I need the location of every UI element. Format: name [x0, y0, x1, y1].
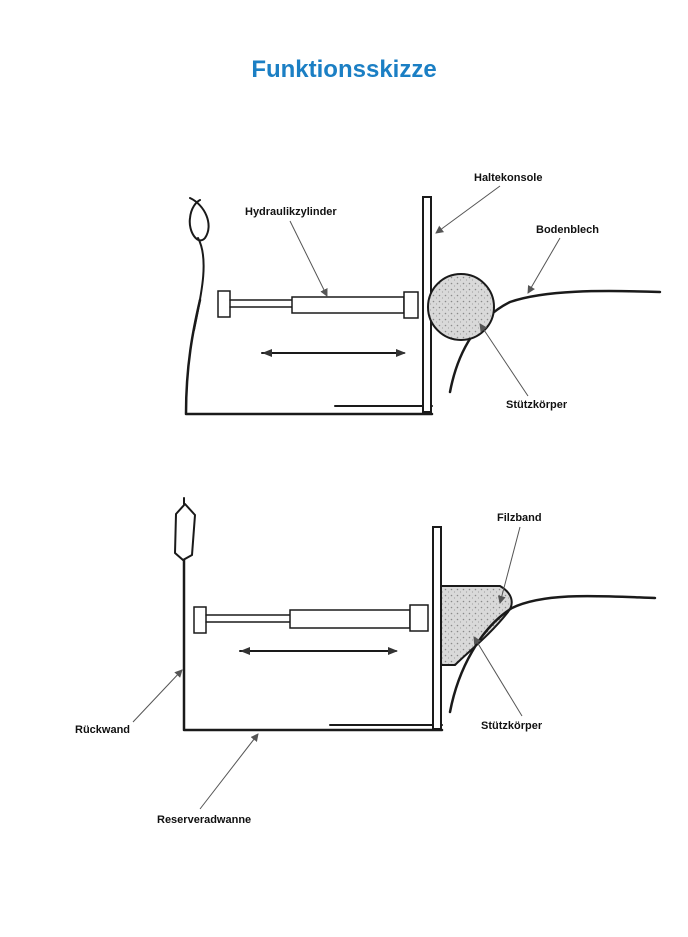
leader-rueckwand: [132, 669, 183, 723]
bottom-holding-bracket: [432, 526, 442, 730]
bottom-floor-panel: [448, 594, 657, 714]
page-title: Funktionsskizze: [251, 56, 437, 83]
label-hydraulikzylinder: Hydraulikzylinder: [245, 206, 337, 218]
bottom-handle: [174, 503, 196, 561]
leader-reserveradwanne: [199, 733, 259, 810]
label-bodenblech: Bodenblech: [536, 224, 599, 236]
leader-filzband: [497, 526, 521, 604]
bottom-sketch: Filzband Rückwand Stützkörper Reserverad…: [75, 497, 657, 826]
top-double-arrow: [261, 349, 406, 357]
top-hydraulic-cylinder: [217, 290, 419, 319]
label-filzband: Filzband: [497, 512, 542, 524]
leader-bodenblech: [527, 237, 561, 294]
bottom-double-arrow: [239, 647, 398, 655]
leader-haltekonsole: [435, 185, 501, 234]
label-reserveradwanne: Reserveradwanne: [157, 814, 251, 826]
top-spare-wheel-tub: [184, 298, 434, 416]
top-support-body: [427, 273, 495, 341]
leader-stuetzkoerper-bottom: [473, 636, 523, 717]
top-floor-panel: [448, 289, 662, 394]
top-sketch: Haltekonsole Hydraulikzylinder Bodenblec…: [184, 172, 662, 416]
bottom-spare-wheel-tub: [182, 558, 444, 732]
label-stuetzkoerper-bottom: Stützkörper: [481, 720, 543, 732]
label-haltekonsole: Haltekonsole: [474, 172, 542, 184]
leader-stuetzkoerper-top: [479, 323, 529, 397]
top-handle: [188, 197, 210, 331]
leader-hydraulikzylinder: [289, 220, 328, 297]
bottom-hydraulic-cylinder: [193, 604, 429, 634]
label-rueckwand: Rückwand: [75, 724, 130, 736]
label-stuetzkoerper-top: Stützkörper: [506, 399, 568, 411]
